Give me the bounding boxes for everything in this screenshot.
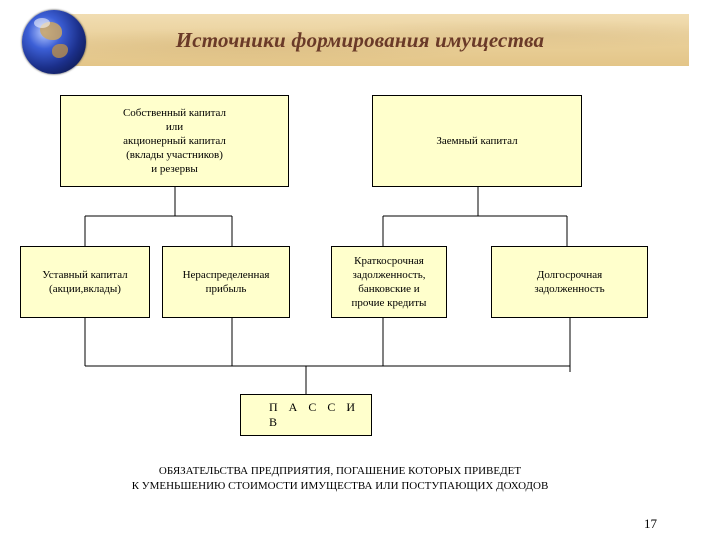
charter-capital-box: Уставный капитал (акции,вклады) <box>20 246 150 318</box>
short-term-debt-box: Краткосрочная задолженность, банковские … <box>331 246 447 318</box>
liabilities-box: П А С С И В <box>240 394 372 436</box>
footnote-text: ОБЯЗАТЕЛЬСТВА ПРЕДПРИЯТИЯ, ПОГАШЕНИЕ КОТ… <box>131 465 549 492</box>
own-capital-box: Собственный капитал или акционерный капи… <box>60 95 289 187</box>
retained-earnings-box: Нераспределенная прибыль <box>162 246 290 318</box>
globe-icon <box>22 10 86 74</box>
page-number: 17 <box>644 516 657 531</box>
long-term-debt-box: Долгосрочная задолженность <box>491 246 648 318</box>
slide-title: Источники формирования имущества <box>175 28 545 52</box>
title-banner <box>60 14 689 66</box>
borrowed-capital-box: Заемный капитал <box>372 95 582 187</box>
